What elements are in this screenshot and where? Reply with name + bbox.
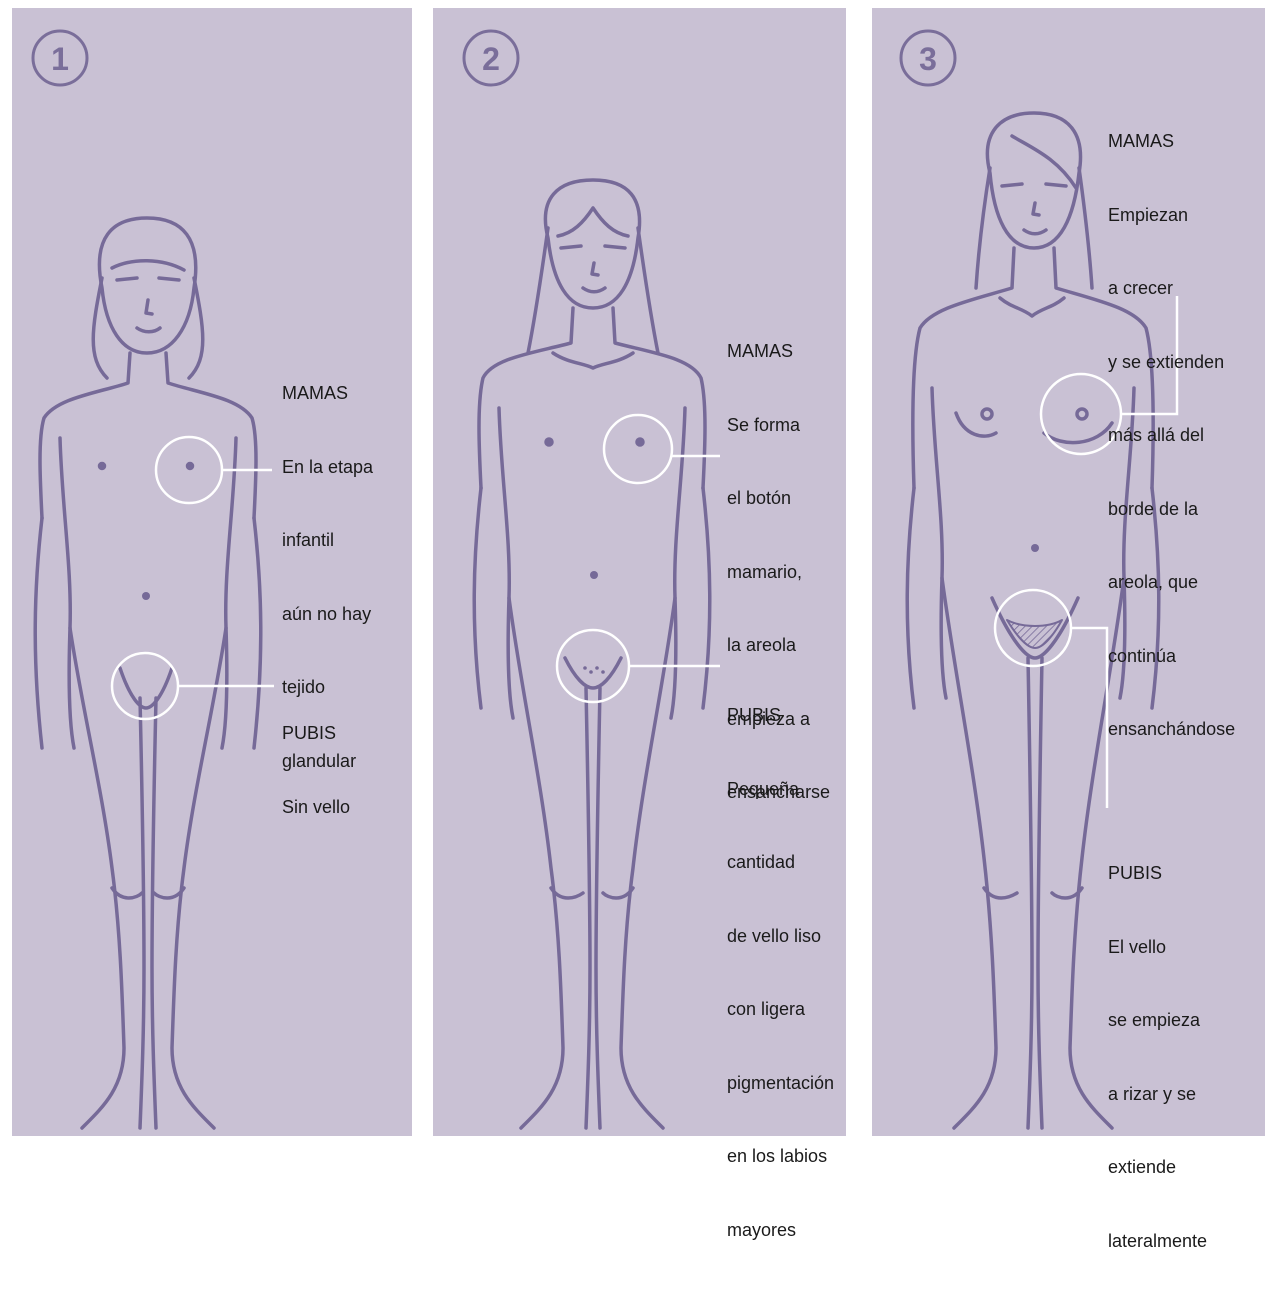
- pubis-line: a rizar y se: [1108, 1082, 1207, 1107]
- pubis-description: PUBIS Sin vello: [282, 672, 350, 868]
- breast-line: Empiezan: [1108, 203, 1235, 228]
- breast-title: MAMAS: [282, 381, 373, 406]
- stage-3-panel: 3: [872, 8, 1265, 1136]
- breast-line: aún no hay: [282, 602, 373, 627]
- breast-line: más allá del: [1108, 423, 1235, 448]
- breast-line: y se extienden: [1108, 350, 1235, 375]
- pubis-line: mayores: [727, 1218, 834, 1243]
- svg-text:1: 1: [51, 41, 69, 77]
- svg-text:3: 3: [919, 41, 937, 77]
- pubis-line: se empieza: [1108, 1008, 1207, 1033]
- stage-1-panel: 1: [12, 8, 412, 1136]
- breast-line: En la etapa: [282, 455, 373, 480]
- breast-title: MAMAS: [727, 339, 830, 364]
- pubis-line: pigmentación: [727, 1071, 834, 1096]
- breast-line: continúa: [1108, 644, 1235, 669]
- pubis-line: El vello: [1108, 935, 1207, 960]
- breast-line: ensanchándose: [1108, 717, 1235, 742]
- svg-text:2: 2: [482, 41, 500, 77]
- breast-line: borde de la: [1108, 497, 1235, 522]
- breast-line: mamario,: [727, 560, 830, 585]
- breast-title: MAMAS: [1108, 129, 1235, 154]
- pubis-description: PUBIS El vello se empieza a rizar y se e…: [1108, 812, 1207, 1302]
- breast-line: el botón: [727, 486, 830, 511]
- breast-description: MAMAS Empiezan a crecer y se extienden m…: [1108, 80, 1235, 791]
- breast-line: infantil: [282, 528, 373, 553]
- pubis-line: extiende: [1108, 1155, 1207, 1180]
- pubis-line: cantidad: [727, 850, 834, 875]
- pubis-line: con ligera: [727, 997, 834, 1022]
- pubis-line: de vello liso: [727, 924, 834, 949]
- pubis-line: lateralmente: [1108, 1229, 1207, 1254]
- pubis-title: PUBIS: [282, 721, 350, 746]
- pubis-line: Pequeña: [727, 777, 834, 802]
- pubis-line: en los labios: [727, 1144, 834, 1169]
- pubis-description: PUBIS Pequeña cantidad de vello liso con…: [727, 654, 834, 1291]
- pubis-title: PUBIS: [1108, 861, 1207, 886]
- stage-2-panel: 2: [433, 8, 846, 1136]
- breast-line: a crecer: [1108, 276, 1235, 301]
- breast-line: Se forma: [727, 413, 830, 438]
- pubis-line: Sin vello: [282, 795, 350, 820]
- pubis-title: PUBIS: [727, 703, 834, 728]
- breast-line: areola, que: [1108, 570, 1235, 595]
